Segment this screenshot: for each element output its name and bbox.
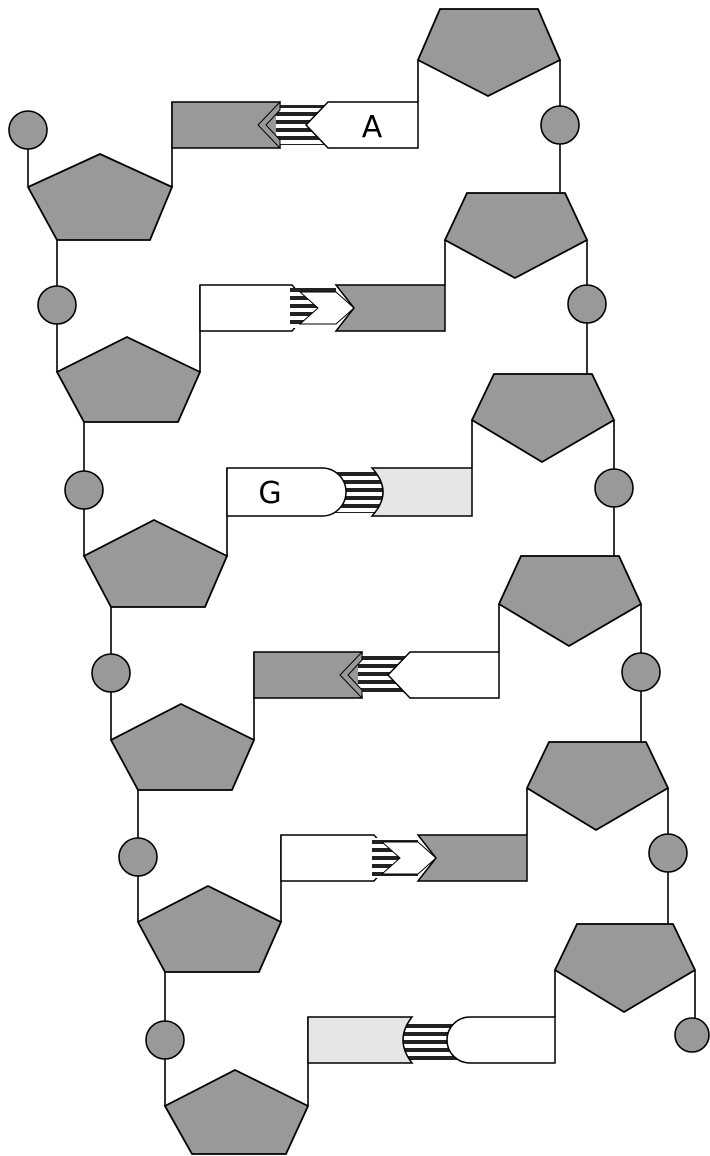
sugar-pentagon: [525, 741, 670, 832]
sugar-pentagon: [497, 555, 643, 648]
base-pair-2: [199, 284, 446, 332]
base-light: [370, 467, 473, 517]
phosphate-circle: [37, 285, 77, 325]
sugar-pentagon: [55, 335, 202, 423]
base-pair-4: [253, 650, 500, 700]
base-dark-notch: [339, 650, 363, 700]
sugar-pentagon: [553, 923, 697, 1014]
base-dark: [334, 284, 446, 332]
base-pair-5: [280, 834, 528, 882]
base-white-rounded: [226, 467, 347, 517]
base-light: [307, 1016, 414, 1064]
base-white-arrow: [386, 651, 500, 699]
sugar-pentagon: [470, 373, 616, 464]
sugar-pentagon: [109, 702, 256, 791]
phosphate-circle: [594, 468, 634, 508]
chevron: [380, 841, 437, 875]
base-dark-notch: [257, 100, 281, 150]
base-pair-1: A: [171, 100, 419, 150]
sugar-pentagon: [443, 192, 589, 280]
phosphate-circle: [91, 653, 131, 693]
sugar-pentagon: [136, 884, 283, 973]
chevron: [298, 291, 355, 325]
phosphate-circle: [674, 1017, 710, 1053]
phosphate-circle: [145, 1020, 185, 1060]
phosphates: [8, 105, 710, 1060]
base-pair-6: [307, 1016, 556, 1064]
phosphate-circle: [118, 837, 158, 877]
phosphate-circle: [8, 110, 48, 150]
sugars: [26, 8, 697, 1155]
phosphate-circle: [621, 652, 661, 692]
base-white-rounded: [446, 1016, 556, 1064]
base-white-arrow: [304, 101, 419, 149]
phosphate-circle: [648, 833, 688, 873]
base-label-g: G: [258, 476, 281, 511]
phosphate-circle: [540, 105, 580, 145]
base-dark: [416, 834, 528, 882]
sugar-pentagon: [416, 8, 562, 98]
phosphate-circle: [567, 284, 607, 324]
sugar-pentagon: [163, 1068, 310, 1155]
base-label-a: A: [362, 110, 383, 145]
base-pair-3: G: [226, 467, 473, 517]
phosphate-circle: [64, 470, 104, 510]
sugar-pentagon: [82, 518, 229, 608]
sugar-pentagon: [26, 153, 174, 241]
